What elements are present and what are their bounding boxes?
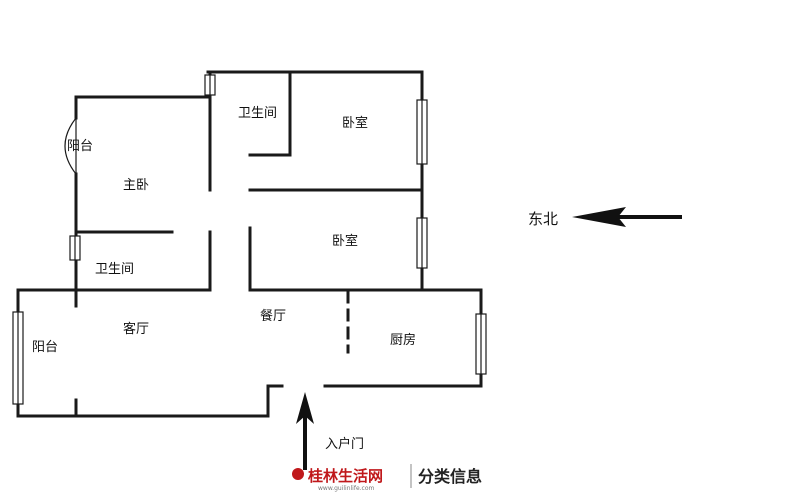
- room-label-bedroom-middle: 卧室: [332, 233, 358, 249]
- watermark: 桂林生活网 www.guilinlife.com 分类信息: [292, 464, 482, 492]
- room-label-master-bedroom: 主卧: [123, 178, 149, 193]
- entrance-label: 入户门: [325, 436, 364, 452]
- wall-bottom: [16, 384, 284, 418]
- entrance: 入户门: [296, 392, 364, 470]
- logo-mark-icon: [292, 468, 304, 480]
- logo-url: www.guilinlife.com: [318, 485, 375, 492]
- compass: 东北: [528, 207, 682, 228]
- room-label-bathroom-left: 卫生间: [95, 262, 134, 277]
- logo-category: 分类信息: [418, 467, 482, 486]
- room-label-balcony-left: 阳台: [32, 340, 58, 355]
- logo-text: 桂林生活网: [307, 467, 383, 485]
- room-label-balcony-top: 阳台: [67, 139, 93, 154]
- balcony-bay-arc: [64, 117, 77, 175]
- room-label-living-room: 客厅: [123, 321, 149, 337]
- room-label-bedroom-top: 卧室: [342, 115, 368, 131]
- room-label-bathroom-top: 卫生间: [238, 106, 277, 121]
- room-label-kitchen: 厨房: [390, 332, 416, 348]
- compass-arrow-head: [572, 207, 626, 227]
- walls: [16, 70, 483, 418]
- windows: [12, 74, 487, 405]
- compass-label: 东北: [528, 210, 558, 228]
- room-label-dining-room: 餐厅: [260, 308, 286, 324]
- entrance-arrow-head: [296, 392, 314, 424]
